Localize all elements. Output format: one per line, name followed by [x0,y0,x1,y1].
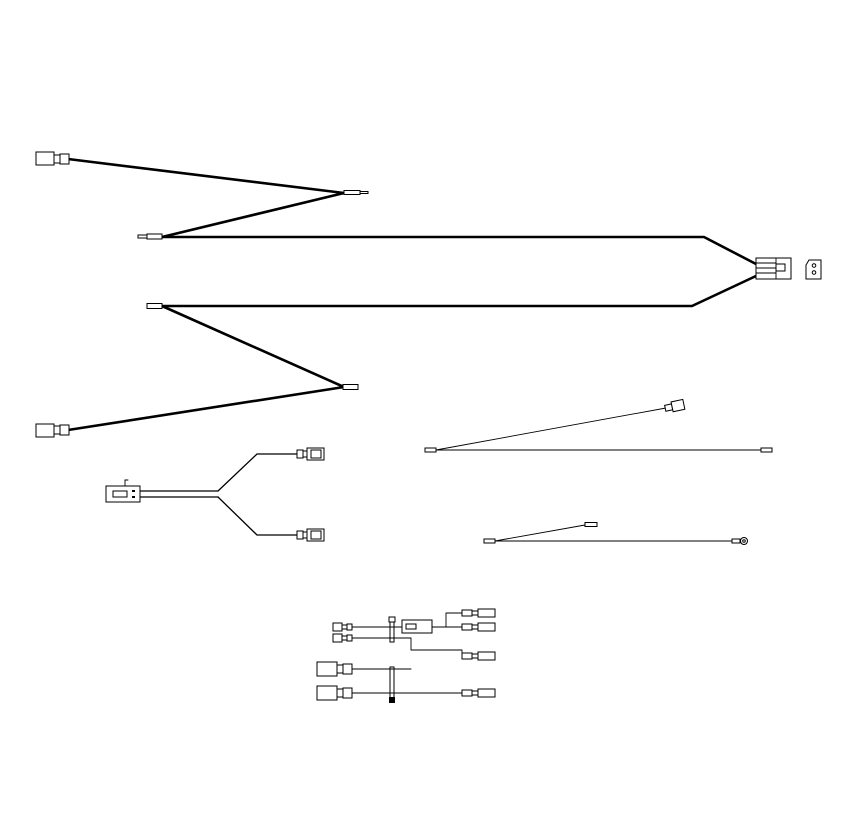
y-harness-branch-lower [217,496,299,536]
main-harness-trunk-upper [160,235,758,266]
spade-terminal-icon [584,522,598,527]
main-harness-trunk-lower [160,274,758,308]
connector-face-icon [805,259,822,280]
female-terminal-icon [461,688,496,698]
bus-bar-upper [389,619,395,643]
bullet-connector-icon [296,528,325,542]
bullet-connector-icon [35,423,70,438]
main-harness-wire-lower-left [66,385,346,432]
single-wire-harness-b [483,522,748,545]
female-terminal-icon [461,608,496,618]
relay-wire-2 [351,637,463,657]
two-pin-connector-icon [105,479,141,503]
bullet-connector-icon [316,685,353,701]
spade-terminal-icon [146,303,163,309]
main-harness-wire-lower-fork [160,304,346,389]
bullet-connector-icon [35,151,70,166]
female-terminal-icon [461,622,496,632]
female-terminal-icon [461,651,496,661]
harness-a-wire-diagonal [435,407,667,451]
bullet-connector-icon [316,661,353,677]
bullet-connector-icon [332,622,353,632]
relay-block-icon [401,619,433,634]
ring-terminal-icon [731,537,748,545]
main-harness [35,151,822,438]
spade-terminal-icon [483,538,496,544]
relay-harness [316,608,496,703]
spade-terminal-icon [343,190,369,195]
multi-pin-connector-icon [755,257,792,280]
bullet-connector-icon [332,633,353,643]
single-wire-harness-a [424,398,773,453]
spade-terminal-icon [760,447,773,453]
harness-b-wire-diagonal [494,524,586,542]
spade-terminal-icon [424,447,437,453]
y-harness [105,447,325,542]
y-harness-branch-upper [217,453,299,492]
spade-terminal-icon [342,384,359,390]
bullet-connector-icon [296,447,325,461]
main-harness-wire-upper-fork [160,191,346,239]
bullet-connector-icon [664,398,686,413]
bus-bar-lower [389,666,395,701]
spade-terminal-icon [137,233,163,240]
main-harness-wire-upper-left [66,157,346,195]
